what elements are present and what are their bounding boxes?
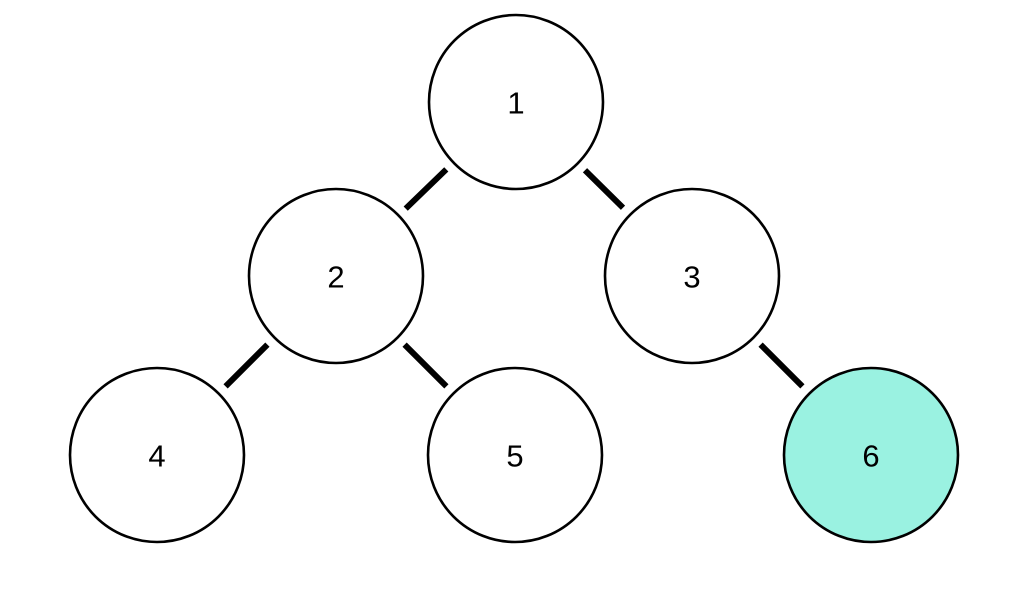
node-label-2: 2 xyxy=(327,260,344,295)
node-label-4: 4 xyxy=(148,439,165,474)
node-circle-2 xyxy=(247,187,425,365)
tree-node-5: 5 xyxy=(426,366,604,544)
node-circle-3 xyxy=(603,187,781,365)
edge-2-4 xyxy=(223,342,270,389)
tree-node-2: 2 xyxy=(247,187,425,365)
node-label-1: 1 xyxy=(507,86,524,121)
tree-node-3: 3 xyxy=(603,187,781,365)
edge-1-3 xyxy=(582,168,626,210)
node-circle-6-highlighted xyxy=(782,366,960,544)
node-label-5: 5 xyxy=(506,439,523,474)
tree-node-6: 6 xyxy=(782,366,960,544)
tree-node-4: 4 xyxy=(68,366,246,544)
node-circle-1 xyxy=(427,13,605,191)
node-circle-4 xyxy=(68,366,246,544)
node-label-3: 3 xyxy=(683,260,700,295)
edge-1-2 xyxy=(403,167,449,211)
node-circle-5 xyxy=(426,366,604,544)
edge-2-5 xyxy=(402,342,449,389)
tree-node-1: 1 xyxy=(427,13,605,191)
node-label-6: 6 xyxy=(862,439,879,474)
edge-3-6 xyxy=(758,342,805,389)
